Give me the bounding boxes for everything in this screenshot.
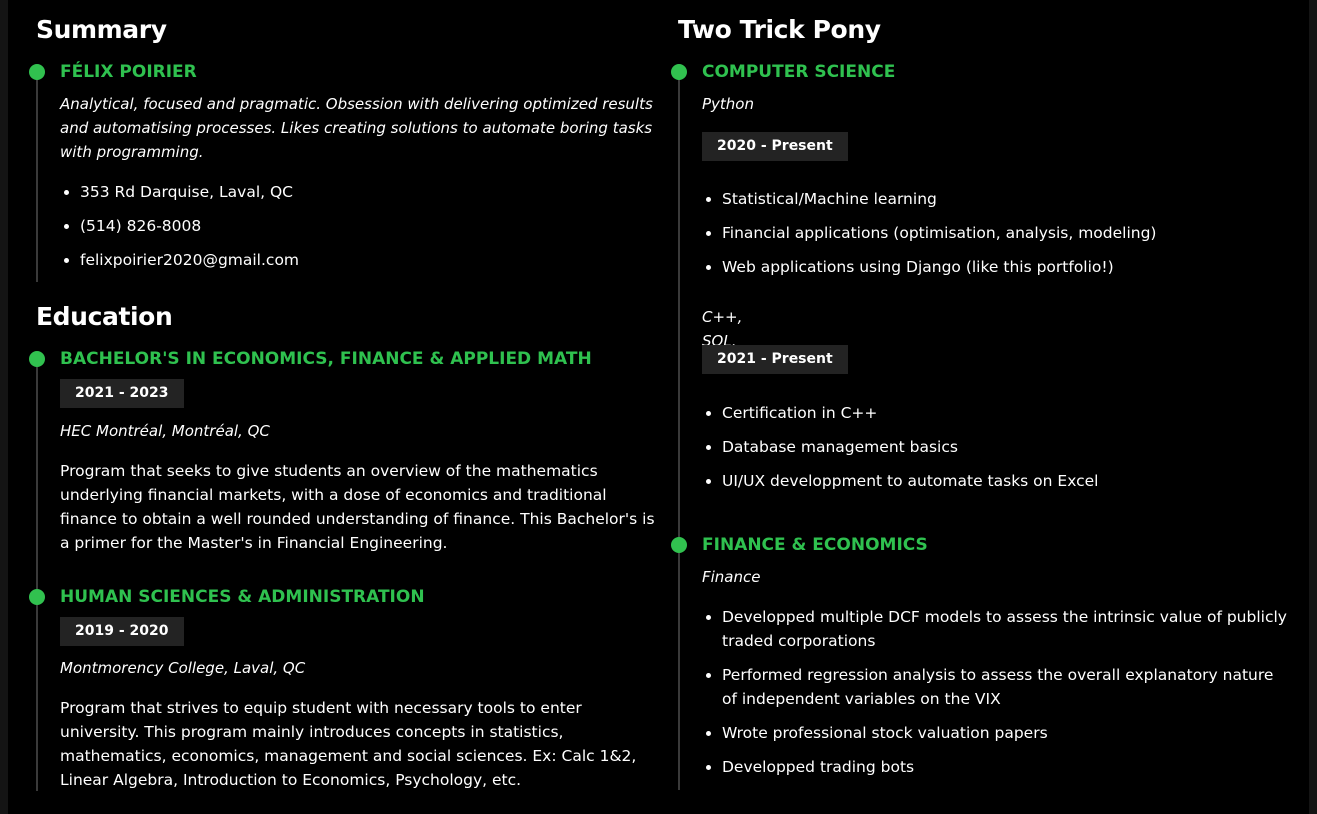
cs-dot (671, 64, 687, 80)
education-dates-2: 2019 - 2020 (60, 617, 184, 646)
skills-timeline: COMPUTER SCIENCE Python 2020 - Present S… (671, 62, 1287, 790)
cs-dates-1: 2020 - Present (702, 132, 848, 161)
education-school-2: Montmorency College, Laval, QC (60, 659, 306, 677)
summary-dot (29, 64, 45, 80)
list-item: Web applications using Django (like this… (722, 255, 1292, 279)
finance-subtitle: Finance (702, 568, 761, 586)
finance-title: FINANCE & ECONOMICS (702, 535, 928, 555)
education-dot-2 (29, 589, 45, 605)
education-description-2: Program that strives to equip student wi… (60, 699, 637, 789)
education-timeline: BACHELOR'S IN ECONOMICS, FINANCE & APPLI… (29, 349, 655, 791)
contact-address: 353 Rd Darquise, Laval, QC (80, 180, 299, 204)
contact-phone: (514) 826-8008 (80, 214, 299, 238)
education-title-1: BACHELOR'S IN ECONOMICS, FINANCE & APPLI… (60, 349, 592, 369)
education-heading: Education (36, 302, 173, 331)
education-dates-1: 2021 - 2023 (60, 379, 184, 408)
education-description-1: Program that seeks to give students an o… (60, 462, 655, 552)
contact-list: 353 Rd Darquise, Laval, QC (514) 826-800… (60, 180, 299, 282)
education-dot-1 (29, 351, 45, 367)
contact-email: felixpoirier2020@gmail.com (80, 248, 299, 272)
list-item: Certification in C++ (722, 401, 1292, 425)
cs-points-1: Statistical/Machine learning Financial a… (702, 187, 1292, 289)
education-title-2: HUMAN SCIENCES & ADMINISTRATION (60, 587, 425, 607)
list-item: Developped trading bots (722, 755, 1292, 779)
list-item: Database management basics (722, 435, 1292, 459)
cs-title: COMPUTER SCIENCE (702, 62, 896, 82)
cs-points-2: Certification in C++ Database management… (702, 401, 1292, 503)
finance-points: Developped multiple DCF models to assess… (702, 605, 1292, 789)
summary-heading: Summary (36, 15, 167, 44)
page-margin-right (1309, 0, 1317, 814)
finance-dot (671, 537, 687, 553)
list-item: UI/UX developpment to automate tasks on … (722, 469, 1292, 493)
list-item: Statistical/Machine learning (722, 187, 1292, 211)
cs-language-1: Python (702, 95, 754, 113)
education-school-1: HEC Montréal, Montréal, QC (60, 422, 270, 440)
summary-name: FÉLIX POIRIER (60, 62, 197, 82)
summary-timeline: FÉLIX POIRIER Analytical, focused and pr… (29, 62, 653, 282)
cs-dates-2: 2021 - Present (702, 345, 848, 374)
page-margin-left (0, 0, 8, 814)
list-item: Financial applications (optimisation, an… (722, 221, 1292, 245)
list-item: Developped multiple DCF models to assess… (722, 605, 1292, 653)
list-item: Wrote professional stock valuation paper… (722, 721, 1292, 745)
skills-heading: Two Trick Pony (678, 15, 881, 44)
list-item: Performed regression analysis to assess … (722, 663, 1292, 711)
summary-tagline: Analytical, focused and pragmatic. Obses… (60, 95, 653, 161)
